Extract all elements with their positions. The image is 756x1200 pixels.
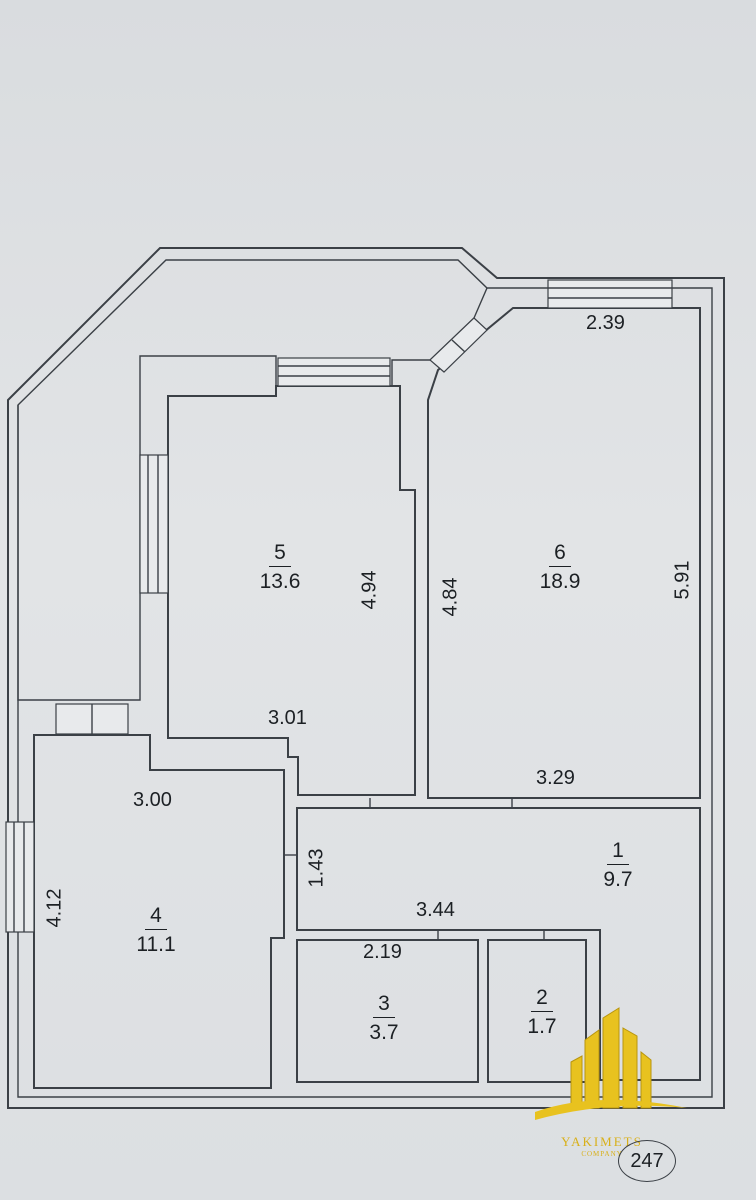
room-4-label: 4 11.1 <box>126 905 186 955</box>
dim-1-43: 1.43 <box>305 848 328 888</box>
room-4-area: 11.1 <box>136 933 176 956</box>
dim-3-44: 3.44 <box>416 899 455 921</box>
room-6-number: 6 <box>549 542 571 567</box>
room-1-wall <box>296 807 701 1081</box>
dim-5-91: 5.91 <box>671 560 694 600</box>
logo-name: YAKIMETS <box>561 1134 643 1149</box>
room-6-wall <box>427 307 701 799</box>
window-top-right <box>547 279 673 309</box>
room-2-label: 2 1.7 <box>512 987 572 1037</box>
room-3-wall <box>296 939 479 1083</box>
outer-wall <box>7 247 725 1109</box>
logo-subtitle: COMPANY <box>581 1150 623 1158</box>
balcony-inner <box>17 287 488 701</box>
room-5-area: 13.6 <box>259 570 301 593</box>
window-room5-top <box>277 357 391 387</box>
dim-3-29: 3.29 <box>536 767 575 789</box>
sheet-number: 247 <box>618 1140 676 1182</box>
dim-3-00: 3.00 <box>133 789 172 811</box>
room-1-number: 1 <box>607 840 629 865</box>
room-2-area: 1.7 <box>527 1015 557 1038</box>
room-2-number: 2 <box>531 987 553 1012</box>
room-4-number: 4 <box>145 905 167 930</box>
window-room4-left <box>5 821 35 933</box>
room-5-label: 5 13.6 <box>250 542 310 592</box>
room-1-area: 9.7 <box>603 868 633 891</box>
dim-2-19: 2.19 <box>363 941 402 963</box>
window-balcony-left <box>139 454 169 594</box>
room-4-wall <box>33 734 285 1089</box>
dim-2-39: 2.39 <box>586 312 625 334</box>
room-3-number: 3 <box>373 993 395 1018</box>
yakimets-logo-icon <box>535 1007 687 1120</box>
dim-4-12: 4.12 <box>43 888 66 928</box>
dim-4-84: 4.84 <box>439 577 462 617</box>
room-5-number: 5 <box>269 542 291 567</box>
door-marks <box>284 798 545 940</box>
room-1-label: 1 9.7 <box>588 840 648 890</box>
door-balcony-room4 <box>55 703 129 735</box>
room-3-label: 3 3.7 <box>354 993 414 1043</box>
dim-4-94: 4.94 <box>358 570 381 610</box>
room-3-area: 3.7 <box>369 1021 399 1044</box>
dim-3-01: 3.01 <box>268 707 307 729</box>
window-corner <box>429 317 488 373</box>
room-6-area: 18.9 <box>539 570 581 593</box>
room-6-label: 6 18.9 <box>530 542 590 592</box>
